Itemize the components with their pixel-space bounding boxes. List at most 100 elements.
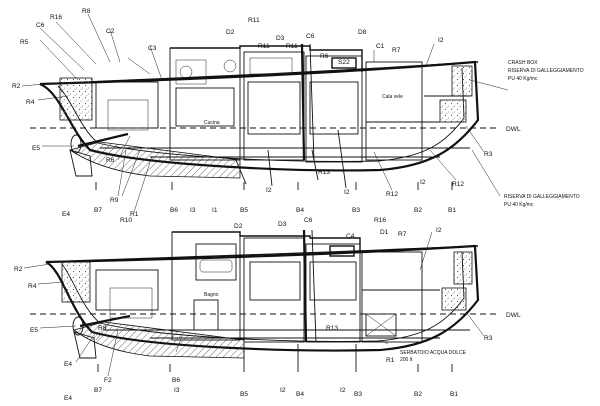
label: R13 <box>326 325 338 332</box>
top-mast <box>300 43 306 161</box>
label: I2 <box>344 189 350 196</box>
label: R13 <box>318 169 330 176</box>
top-keel-hatch <box>69 141 241 179</box>
label: R2 <box>14 266 23 273</box>
label: E5 <box>32 145 40 152</box>
label: R12 <box>386 191 398 198</box>
bottom-vanity <box>195 243 237 281</box>
bottom-berth-mid <box>249 261 301 301</box>
label: C4 <box>346 233 355 240</box>
bottom-hatch <box>329 245 355 257</box>
label-serbatoio: SERBATOIO ACQUA DOLCE <box>400 350 467 356</box>
label: E4 <box>62 211 70 218</box>
top-section-view <box>21 13 509 213</box>
label: R11 <box>258 43 270 50</box>
bottom-deck-line <box>45 245 479 263</box>
bottom-galley-aft <box>95 269 159 311</box>
top-foam-stern-upper <box>451 65 473 97</box>
label: B3 <box>352 207 360 214</box>
label: R4 <box>28 283 37 290</box>
top-leader-lines <box>21 13 509 213</box>
label: B6 <box>170 207 178 214</box>
top-sink <box>249 57 293 75</box>
top-propeller <box>70 134 82 154</box>
bottom-rudder <box>73 331 97 359</box>
label: D8 <box>358 29 367 36</box>
label: DWL <box>506 312 521 319</box>
label: B2 <box>414 391 422 398</box>
top-galley-aft <box>95 81 159 129</box>
top-foam-bow <box>59 77 93 121</box>
label: R1 <box>386 357 395 364</box>
label: B7 <box>94 387 102 394</box>
top-cabin-block <box>169 47 241 161</box>
label: C1 <box>376 43 385 50</box>
bottom-foam-stern-upper <box>453 251 473 285</box>
label: I2 <box>438 37 444 44</box>
bottom-hull-inner <box>61 251 465 342</box>
top-stove <box>175 59 207 85</box>
bottom-foam-stern-lower <box>441 287 467 311</box>
label: R16 <box>50 14 62 21</box>
label: R6 <box>320 53 329 60</box>
label: R11 <box>248 17 260 24</box>
label: R3 <box>484 335 493 342</box>
label: R6 <box>106 157 115 164</box>
label: D2 <box>234 223 243 230</box>
top-rudder <box>69 149 93 177</box>
top-engine <box>107 99 149 131</box>
top-burner-1 <box>179 65 193 79</box>
label: B2 <box>414 207 422 214</box>
label: B5 <box>240 207 248 214</box>
label-layer: R16 R8 C6 C2 R5 C3 R2 R4 D2 R11 D3 R11 R… <box>12 8 584 402</box>
label: F2 <box>104 377 112 384</box>
label: R7 <box>398 231 407 238</box>
label: C3 <box>148 45 157 52</box>
label: D1 <box>380 229 389 236</box>
label: C6 <box>304 217 313 224</box>
label: B6 <box>172 377 180 384</box>
label-crash-pu: PU 40 Kg/mc <box>508 76 538 82</box>
label: B7 <box>94 207 102 214</box>
top-fwd-block <box>305 55 363 163</box>
top-berth-mid <box>247 81 301 135</box>
bottom-prop-shaft <box>79 314 131 328</box>
label: R7 <box>392 47 401 54</box>
top-counter <box>175 87 235 127</box>
label: B3 <box>354 391 362 398</box>
label-cala-vele: Cala vele <box>382 94 403 100</box>
bottom-tank-cross-b <box>365 313 397 337</box>
label: C2 <box>106 28 115 35</box>
bottom-leader-lines <box>23 231 485 377</box>
label: E4 <box>64 361 72 368</box>
label: R3 <box>484 151 493 158</box>
label: B1 <box>448 207 456 214</box>
bottom-mast-stay <box>311 229 317 343</box>
label: B4 <box>296 207 304 214</box>
bottom-toilet <box>193 299 219 331</box>
label-riserva: RISERVA DI GALLEGGIAMENTO <box>504 194 580 200</box>
label: R5 <box>20 39 29 46</box>
top-locker <box>365 61 423 161</box>
label: R10 <box>120 217 132 224</box>
label: I2 <box>436 227 442 234</box>
label: I2 <box>340 387 346 394</box>
top-hatch <box>331 57 357 69</box>
label: B4 <box>296 391 304 398</box>
label-crash-riserva: RISERVA DI GALLEGGIAMENTO <box>508 68 584 74</box>
label-crash-box: CRASH BOX <box>508 60 538 66</box>
label: C6 <box>36 22 45 29</box>
label: D3 <box>276 35 285 42</box>
bottom-section-ticks <box>97 344 453 372</box>
label: S22 <box>338 59 350 66</box>
label: R9 <box>110 197 119 204</box>
label: R8 <box>98 325 107 332</box>
label: R2 <box>12 83 21 90</box>
top-burner-2 <box>223 59 237 73</box>
bottom-foam-bow <box>61 261 91 303</box>
bottom-cabin-block <box>171 231 241 341</box>
label: I3 <box>190 207 196 214</box>
label: R12 <box>452 181 464 188</box>
label-serbatoio-cap: 200 lt <box>400 357 413 363</box>
